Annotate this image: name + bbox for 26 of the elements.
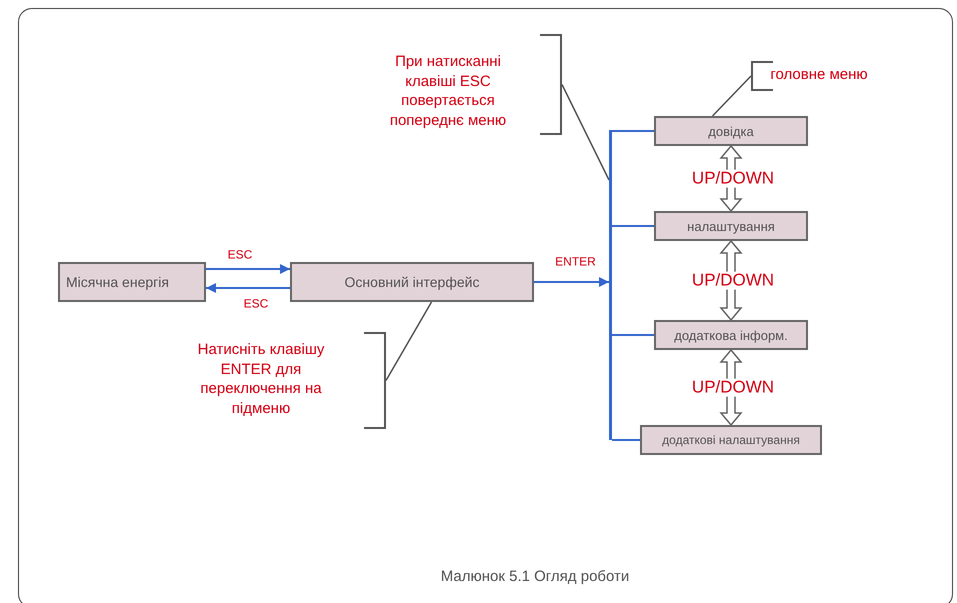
menu-box: Основний інтерфейс [290,262,534,302]
callout-text: Натисніть клавішу ENTER для переключення на підменю [196,340,326,418]
edge-label: UP/DOWN [690,378,776,397]
callout-text: головне меню [769,65,869,84]
arrow [206,264,290,274]
caption: Малюнок 5.1 Огляд роботи [440,568,630,585]
connector-line [612,439,640,441]
menu-box: Місячна енергія [58,262,206,302]
menu-box: додаткова інформ. [654,320,808,350]
leader-line [712,75,752,117]
edge-label: ESC [242,297,270,311]
connector-line [612,225,654,227]
bus-bar [609,130,612,440]
edge-label: UP/DOWN [690,169,776,188]
menu-box: довідка [654,116,808,146]
edge-label: UP/DOWN [690,271,776,290]
menu-box: налаштування [654,211,808,241]
menu-box: додаткові налаштування [640,425,822,455]
leader-line [561,84,610,180]
connector-line [612,130,654,132]
connector-line [612,334,654,336]
arrow [206,283,290,293]
edge-label: ESC [226,248,254,262]
callout-text: При натисканні клавіші ESC повертається попереднє меню [388,52,508,130]
arrow [534,277,609,287]
leader-line [385,302,432,381]
